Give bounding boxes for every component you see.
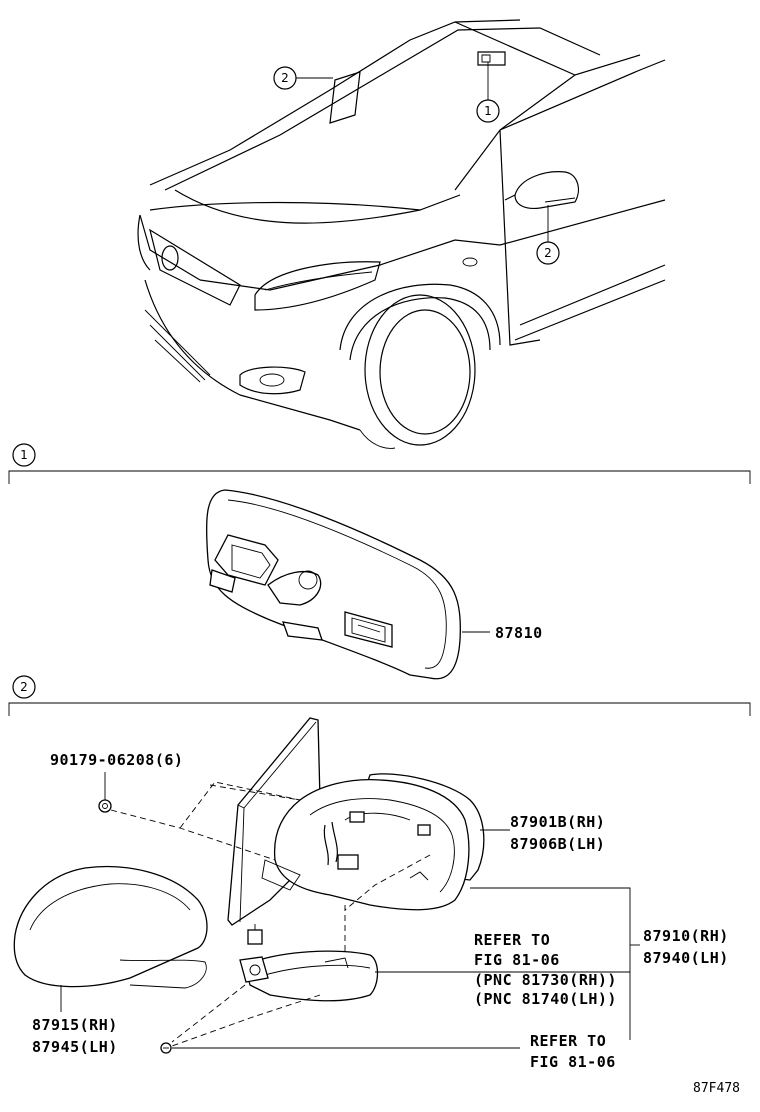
callout-interior-mirror: 1 bbox=[476, 62, 500, 123]
assembly-dashed-lines bbox=[110, 781, 431, 1047]
car-illustration bbox=[137, 19, 666, 449]
svg-text:1: 1 bbox=[20, 448, 28, 462]
part-number-87945-lh: 87945(LH) bbox=[32, 1038, 118, 1056]
svg-text:2: 2 bbox=[544, 246, 552, 260]
part-number-87910-rh: 87910(RH) bbox=[643, 927, 729, 945]
leaders-section-2 bbox=[60, 829, 640, 1049]
turn-signal-lamp bbox=[239, 950, 379, 1002]
refer-fig-label-1: FIG 81-06 bbox=[474, 951, 560, 969]
mirror-housing bbox=[261, 773, 485, 911]
part-number-87810: 87810 bbox=[495, 624, 543, 642]
part-number-90179-06208: 90179-06208(6) bbox=[50, 751, 183, 769]
small-screw bbox=[160, 1042, 172, 1054]
refer-pnc-lh-label: (PNC 81740(LH)) bbox=[474, 990, 617, 1008]
connector bbox=[247, 924, 263, 945]
refer-pnc-rh-label: (PNC 81730(RH)) bbox=[474, 971, 617, 989]
part-number-87906b-lh: 87906B(LH) bbox=[510, 835, 605, 853]
refer-to-label-2: REFER TO bbox=[530, 1032, 606, 1050]
refer-fig-label-2: FIG 81-06 bbox=[530, 1053, 616, 1071]
section-1-header: 1 bbox=[8, 443, 751, 484]
mirror-cover bbox=[13, 865, 208, 989]
part-number-87940-lh: 87940(LH) bbox=[643, 949, 729, 967]
screw-nut bbox=[98, 799, 112, 813]
interior-rearview-mirror bbox=[205, 489, 461, 680]
svg-text:2: 2 bbox=[281, 71, 289, 85]
svg-text:1: 1 bbox=[484, 104, 492, 118]
svg-text:2: 2 bbox=[20, 680, 28, 694]
callout-outer-mirror-top: 2 bbox=[273, 66, 333, 90]
refer-to-label-1: REFER TO bbox=[474, 931, 550, 949]
part-number-87901b-rh: 87901B(RH) bbox=[510, 813, 605, 831]
callout-outer-mirror-side: 2 bbox=[536, 205, 560, 265]
part-number-87915-rh: 87915(RH) bbox=[32, 1016, 118, 1034]
section-2-header: 2 bbox=[8, 675, 751, 716]
figure-code: 87F478 bbox=[693, 1081, 740, 1096]
